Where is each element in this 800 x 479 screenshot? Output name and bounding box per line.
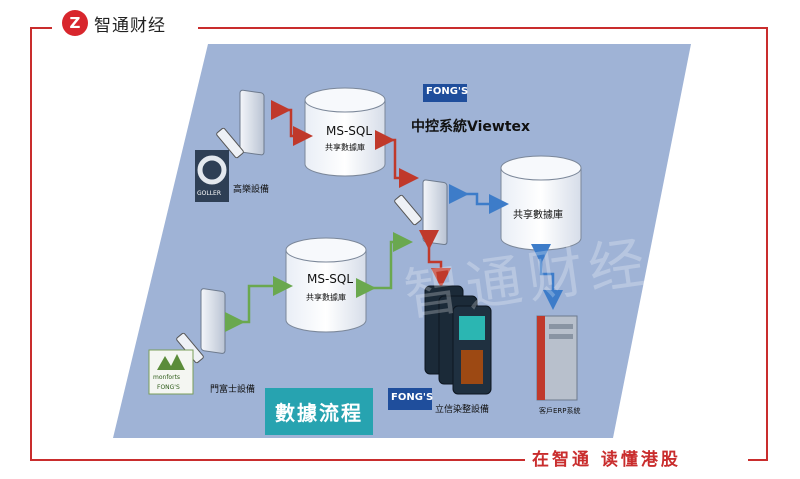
fongs-logo-bottom-icon [388,388,432,410]
goller-workstation-icon [216,89,265,159]
db1-title: MS-SQL [326,124,373,138]
fongs-logo-top-text: FONG'S [426,86,469,97]
monforts-logo-icon [148,349,194,395]
ms-sql-db2-icon [285,237,367,333]
arrow-center-db3 [449,184,509,214]
diagram-canvas [113,44,691,438]
db2-subtitle: 共享數據庫 [306,293,346,302]
goller-logo-text: GOLLER [197,190,222,197]
db3-title: 共享數據庫 [513,210,563,221]
dyeing-label: 立信染整設備 [435,405,490,415]
monforts-logo-text: monforts [153,374,181,381]
monforts-logo-sub: FONG'S [157,384,180,391]
frame-bottom-left [30,459,525,461]
frame-right [766,27,768,461]
center-workstation-icon [394,179,448,246]
goller-label: 高樂設備 [233,185,270,195]
arrow-db1-center [375,130,419,188]
arrow-center-dyeing [419,230,451,288]
slogan: 在智通 读懂港股 [532,450,681,470]
frame-left [30,27,32,461]
db2-title: MS-SQL [307,272,354,286]
monforts-label: 門富士設備 [210,385,256,395]
fongs-logo-top-icon [423,84,467,102]
center-system-label: 中控系統Viewtex [411,119,531,135]
data-flow-diagram: 智通财经 FONG'S 中控系統Viewtex MS-SQL 共享數據庫 MS-… [113,44,691,438]
frame-top-left [30,27,52,29]
brand-header: Z 智通财经 [62,10,166,36]
ms-sql-db1-icon [304,87,386,177]
arrow-db2-center [356,232,413,298]
fongs-logo-bottom-text: FONG'S [391,392,434,403]
erp-server-icon [536,315,578,401]
brand-name: 智通财经 [94,15,166,36]
goller-logo-icon [195,150,229,202]
brand-logo-icon: Z [62,10,88,36]
frame-bottom-right [748,459,768,461]
arrow-goller-db1 [271,100,313,146]
shared-db3-icon [500,155,582,251]
frame-top-right [198,27,768,29]
erp-label: 客戶ERP系統 [539,407,581,415]
arrow-monforts-db2 [225,276,293,332]
arrow-db3-erp [531,244,563,310]
dyeing-device-icon [424,285,492,395]
data-flow-title-box: 數據流程 [265,388,373,435]
db1-subtitle: 共享數據庫 [325,143,365,152]
